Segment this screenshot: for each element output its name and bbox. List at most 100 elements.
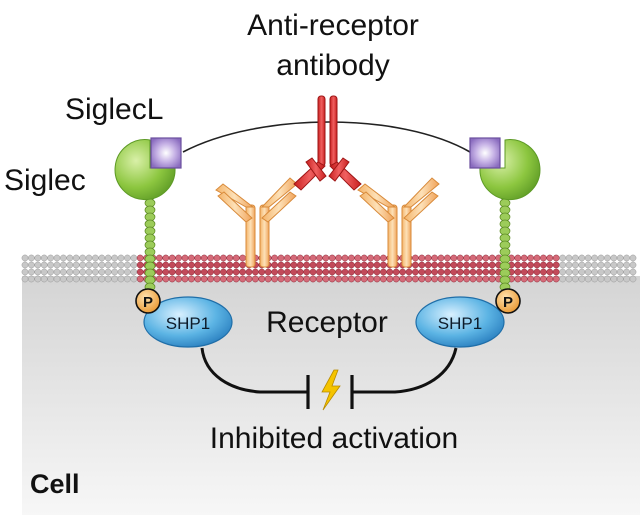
membrane-lipid (40, 261, 48, 269)
membrane-lipid (104, 261, 112, 269)
membrane-lipid (156, 268, 163, 276)
membrane-lipid (450, 254, 458, 262)
membrane-lipid (354, 268, 362, 276)
membrane-lipid (136, 261, 144, 269)
membrane-lipid (552, 261, 560, 269)
membrane-lipid (79, 268, 86, 276)
membrane-lipid (591, 275, 598, 283)
membrane-lipid (188, 261, 195, 269)
membrane-lipid (360, 254, 368, 262)
membrane-lipid (591, 254, 598, 262)
membrane-lipid (28, 261, 35, 269)
membrane-lipid (572, 268, 579, 276)
membrane-lipid (604, 254, 611, 262)
membrane-lipid (194, 275, 202, 283)
membrane-lipid (226, 261, 234, 269)
membrane-lipid (53, 275, 61, 283)
membrane-lipid (546, 261, 554, 269)
membrane-lipid (412, 254, 419, 262)
membrane-lipid (239, 254, 246, 262)
membrane-lipid (98, 261, 106, 269)
membrane-lipid (252, 268, 259, 276)
membrane-lipid (66, 275, 74, 283)
membrane-lipid (66, 268, 74, 276)
membrane-lipid (21, 261, 29, 269)
membrane-lipid (431, 254, 438, 262)
membrane-lipid (469, 254, 477, 262)
membrane-lipid (130, 254, 138, 262)
membrane-lipid (552, 268, 560, 276)
membrane-lipid (124, 261, 131, 269)
membrane-lipid (597, 254, 605, 262)
membrane-lipid (348, 261, 355, 269)
membrane-lipid (565, 268, 573, 276)
membrane-lipid (354, 261, 362, 269)
membrane-lipid (207, 254, 214, 262)
membrane-lipid (469, 275, 477, 283)
membrane-lipid (239, 275, 246, 283)
membrane-lipid (175, 268, 182, 276)
membrane-lipid (476, 275, 483, 283)
membrane-lipid (111, 254, 118, 262)
membrane-lipid (194, 261, 202, 269)
phospho-left (135, 288, 161, 314)
membrane-lipid (34, 268, 42, 276)
receptor-label: Receptor (266, 306, 388, 339)
membrane-lipid (578, 268, 586, 276)
siglec-ligand-left (150, 137, 182, 169)
membrane-lipid (367, 268, 374, 276)
membrane-lipid (104, 268, 112, 276)
membrane-lipid (258, 268, 266, 276)
membrane-lipid (552, 254, 560, 262)
membrane-lipid (34, 254, 42, 262)
membrane-lipid (40, 254, 48, 262)
membrane-lipid (514, 261, 522, 269)
membrane-lipid (527, 261, 534, 269)
membrane-lipid (40, 268, 48, 276)
membrane-lipid (591, 261, 598, 269)
membrane-lipid (360, 268, 368, 276)
antibody-label-line1: Anti-receptor (247, 9, 419, 42)
phospho-right (495, 288, 521, 314)
membrane-lipid (565, 261, 573, 269)
membrane-lipid (444, 275, 451, 283)
membrane-lipid (290, 254, 298, 262)
membrane-lipid (424, 268, 432, 276)
membrane-lipid (412, 275, 419, 283)
membrane-lipid (220, 254, 227, 262)
membrane-lipid (213, 261, 221, 269)
membrane-lipid (316, 275, 323, 283)
membrane-lipid (604, 261, 611, 269)
membrane-lipid (162, 261, 170, 269)
membrane-lipid (424, 275, 432, 283)
membrane-lipid (53, 268, 61, 276)
membrane-lipid (629, 261, 637, 269)
membrane-lipid (399, 275, 406, 283)
siglec-left (114, 137, 182, 292)
membrane-lipid (418, 275, 426, 283)
membrane-lipid (469, 261, 477, 269)
membrane-lipid (348, 268, 355, 276)
membrane-lipid (360, 275, 368, 283)
membrane-lipid (386, 275, 394, 283)
membrane-lipid (316, 268, 323, 276)
membrane-lipid (168, 261, 176, 269)
membrane-lipid (226, 268, 234, 276)
membrane-lipid (271, 275, 278, 283)
membrane-lipid (85, 261, 93, 269)
membrane-lipid (303, 261, 310, 269)
membrane-lipid (540, 268, 547, 276)
membrane-lipid (488, 261, 496, 269)
membrane-lipid (309, 275, 317, 283)
membrane-lipid (124, 275, 131, 283)
membrane-lipid (72, 261, 80, 269)
membrane-lipid (181, 268, 189, 276)
membrane-lipid (188, 254, 195, 262)
membrane-lipid (111, 261, 118, 269)
membrane-lipid (60, 254, 67, 262)
membrane-lipid (303, 254, 310, 262)
membrane-lipid (175, 275, 182, 283)
membrane-lipid (245, 275, 253, 283)
membrane-lipid (623, 268, 630, 276)
inhibited-activation-label: Inhibited activation (210, 422, 459, 455)
